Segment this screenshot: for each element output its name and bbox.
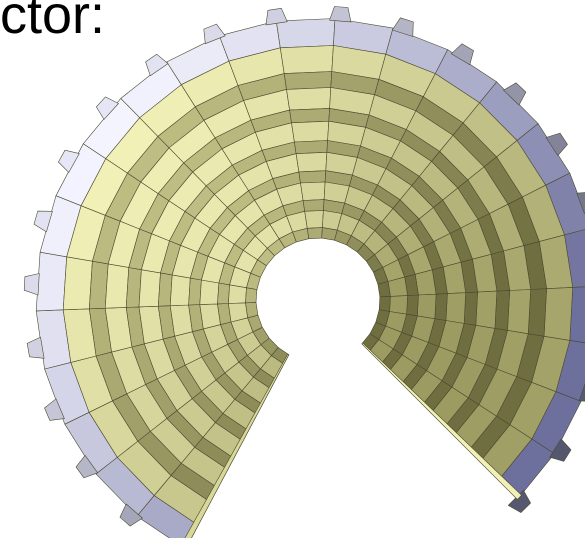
ring-segment-wall [294, 140, 328, 154]
rim-tab [145, 53, 169, 77]
ring-segment-face [507, 289, 532, 335]
ring-segment-face [300, 181, 326, 201]
rim-tab [578, 383, 585, 402]
ring-segment-wall [378, 296, 391, 312]
ring-segment-wall [283, 71, 333, 90]
ring-segment-face [199, 279, 220, 305]
ring-segment-wall [463, 291, 478, 326]
rim-tab [26, 336, 45, 359]
ring-segment-wall [188, 277, 202, 306]
ring-segment-wall [434, 293, 448, 321]
arc-end-cap [184, 353, 290, 538]
ring-segment-wall [494, 290, 511, 331]
ring-segment-wall [302, 199, 325, 212]
ring-segment-wall [406, 294, 419, 317]
ring-segment-wall [298, 170, 327, 184]
rim-tab [58, 149, 80, 173]
rim-tab [119, 503, 143, 527]
ring-segment-wall [527, 288, 547, 337]
rim-tab [450, 43, 474, 65]
ring-segment-face [199, 303, 221, 330]
ring-segment-face [304, 210, 324, 229]
rim-tab [507, 489, 531, 513]
rim-tab [96, 96, 119, 120]
rim-tab [503, 82, 527, 106]
ring-segment-face [416, 293, 437, 320]
ring-segment-wall [306, 227, 323, 239]
rim-tab [44, 398, 65, 421]
arc-end-cap [361, 342, 522, 500]
ring-segment-face [62, 256, 93, 311]
ring-segment-wall [289, 108, 330, 124]
ring-segment-face [295, 152, 328, 173]
rim-tab [545, 132, 568, 156]
caption-text: ctor: [0, 0, 106, 45]
ring-segment-wall [245, 287, 258, 304]
ring-segment-wall [158, 272, 173, 307]
ring-segment-face [543, 287, 574, 341]
ring-segment-face [138, 269, 161, 308]
ring-segment-wall [245, 302, 259, 319]
rim-tab [203, 23, 226, 45]
rim-tab [391, 17, 414, 37]
outer-rim-segment [35, 251, 67, 312]
rim-tab [576, 192, 585, 214]
outer-rim-segment [275, 18, 336, 49]
ring-segment-face [291, 120, 330, 143]
rim-tab [549, 438, 572, 462]
rim-tab [265, 8, 288, 26]
ring-segment-face [414, 269, 437, 296]
ring-segment-face [445, 292, 467, 324]
ring-segment-wall [217, 282, 230, 305]
ring-segment-face [475, 290, 498, 329]
rim-tab [23, 273, 40, 296]
ring-segment-wall [377, 281, 391, 298]
ring-segment-face [279, 45, 334, 74]
rim-tab [75, 455, 98, 479]
ring-segment-face [104, 263, 130, 309]
rim-tab [33, 210, 53, 233]
rim-tab [329, 6, 352, 23]
ring-segment-face [228, 284, 247, 304]
ring-segment-face [169, 274, 191, 307]
ring-segment-face [389, 295, 408, 315]
ring-segment-face [286, 87, 332, 111]
